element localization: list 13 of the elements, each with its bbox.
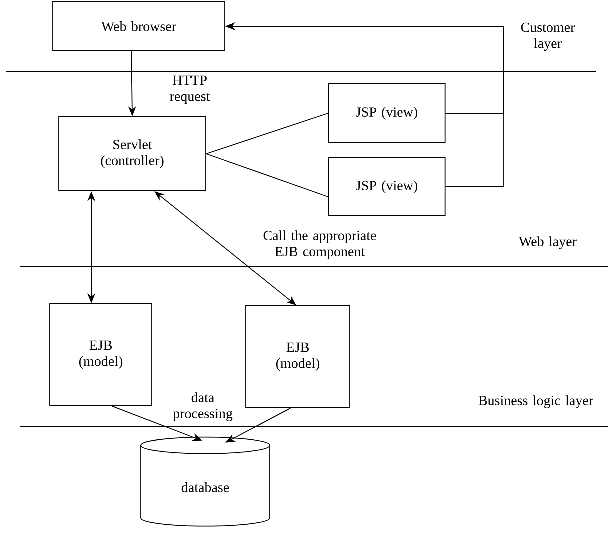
process-box: EJB (model)	[50, 304, 152, 406]
edge-label: HTTP request	[170, 76, 210, 104]
process-box: Servlet (controller)	[58, 116, 206, 192]
process-box: EJB (model)	[246, 306, 350, 408]
process-box: JSP (view)	[328, 158, 446, 216]
process-box: Web browser	[52, 2, 226, 52]
edge-label: Call the appropriate EJB component	[264, 230, 376, 260]
layer-label: Web layer	[519, 236, 577, 250]
database-cylinder: database	[140, 436, 270, 527]
process-box: JSP (view)	[328, 84, 446, 144]
layer-label: Customer layer	[521, 22, 576, 52]
layer-label: Business logic layer	[478, 396, 594, 408]
layer-label: data processing	[173, 392, 233, 422]
